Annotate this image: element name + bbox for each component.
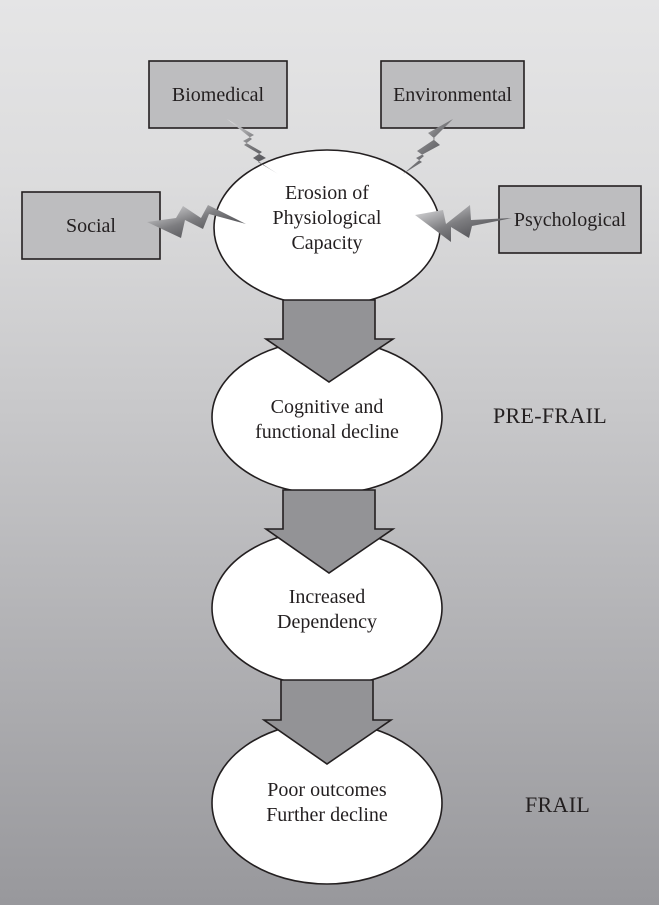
stage-label-erosion: Erosion of Physiological Capacity bbox=[214, 168, 440, 268]
stage-label-cognitive-decline: Cognitive and functional decline bbox=[212, 390, 442, 450]
pre-frail-label: PRE-FRAIL bbox=[493, 403, 607, 428]
stage-label-poor-outcomes: Poor outcomes Further decline bbox=[212, 773, 442, 833]
biomedical-label: Biomedical bbox=[171, 83, 265, 106]
stage-label-line: functional decline bbox=[255, 421, 399, 443]
lightning-bolt-icon bbox=[403, 119, 453, 174]
down-arrow-2 bbox=[263, 489, 396, 574]
social-label: Social bbox=[66, 214, 116, 237]
stage-label-line: Poor outcomes bbox=[267, 779, 387, 801]
lightning-bolt-icon bbox=[227, 119, 278, 174]
environmental-box bbox=[380, 60, 525, 129]
lightning-bolt-icon bbox=[415, 205, 512, 242]
frail-label: FRAIL bbox=[525, 792, 591, 817]
biomedical-box bbox=[148, 60, 288, 129]
environmental-label: Environmental bbox=[393, 83, 512, 106]
down-arrow-3 bbox=[261, 679, 394, 765]
stage-label-line: Further decline bbox=[266, 804, 388, 826]
stage-label-line: Cognitive and bbox=[270, 396, 384, 418]
stage-label-dependency: Increased Dependency bbox=[212, 580, 442, 640]
stage-label-line: Dependency bbox=[277, 611, 377, 633]
stage-label-line: Increased bbox=[288, 586, 366, 608]
down-arrow-1 bbox=[263, 299, 396, 383]
lightning-bolt-icon bbox=[147, 205, 246, 238]
stage-label-line: Physiological bbox=[272, 206, 382, 229]
stage-label-line: Capacity bbox=[291, 231, 363, 254]
psychological-box bbox=[498, 185, 642, 254]
social-box bbox=[21, 191, 161, 260]
psychological-label: Psychological bbox=[513, 208, 627, 231]
stage-label-line: Erosion of bbox=[285, 181, 369, 204]
